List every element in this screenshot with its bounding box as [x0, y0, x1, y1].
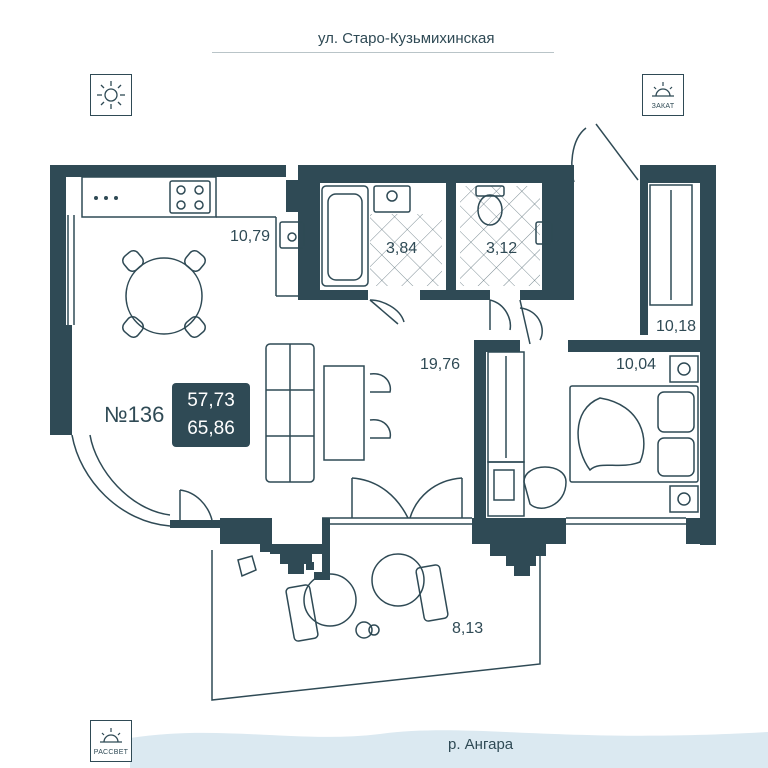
kitchen-area: 10,79 — [230, 228, 271, 245]
living-area: 19,76 — [420, 356, 461, 373]
total-area: 65,86 — [187, 418, 235, 439]
stove-dots — [94, 196, 118, 200]
toilet-area: 3,12 — [486, 240, 518, 257]
street-divider — [212, 52, 554, 53]
sunrise-icon: РАССВЕТ — [90, 720, 132, 762]
sun-icon — [90, 74, 132, 116]
sunset-icon: ЗАКАТ — [642, 74, 684, 116]
toilet-tile-floor — [460, 186, 540, 286]
walls — [50, 165, 716, 545]
sunrise-caption: РАССВЕТ — [93, 749, 129, 756]
pillars — [260, 518, 546, 580]
river-water — [130, 730, 768, 768]
river-name: р. Ангара — [448, 736, 514, 753]
balcony-area: 8,13 — [452, 620, 484, 637]
street-name: ул. Старо-Кузьмихинская — [318, 30, 495, 47]
apartment-number: №136 — [104, 402, 165, 427]
living-area-total: 57,73 — [187, 390, 235, 411]
area-badge: 57,73 65,86 — [172, 383, 250, 447]
bath-tile-floor — [370, 214, 442, 286]
sunset-caption: ЗАКАТ — [651, 103, 675, 110]
hall-area: 10,18 — [656, 318, 697, 335]
bathroom-area: 3,84 — [386, 240, 418, 257]
bedroom-area: 10,04 — [616, 356, 657, 373]
